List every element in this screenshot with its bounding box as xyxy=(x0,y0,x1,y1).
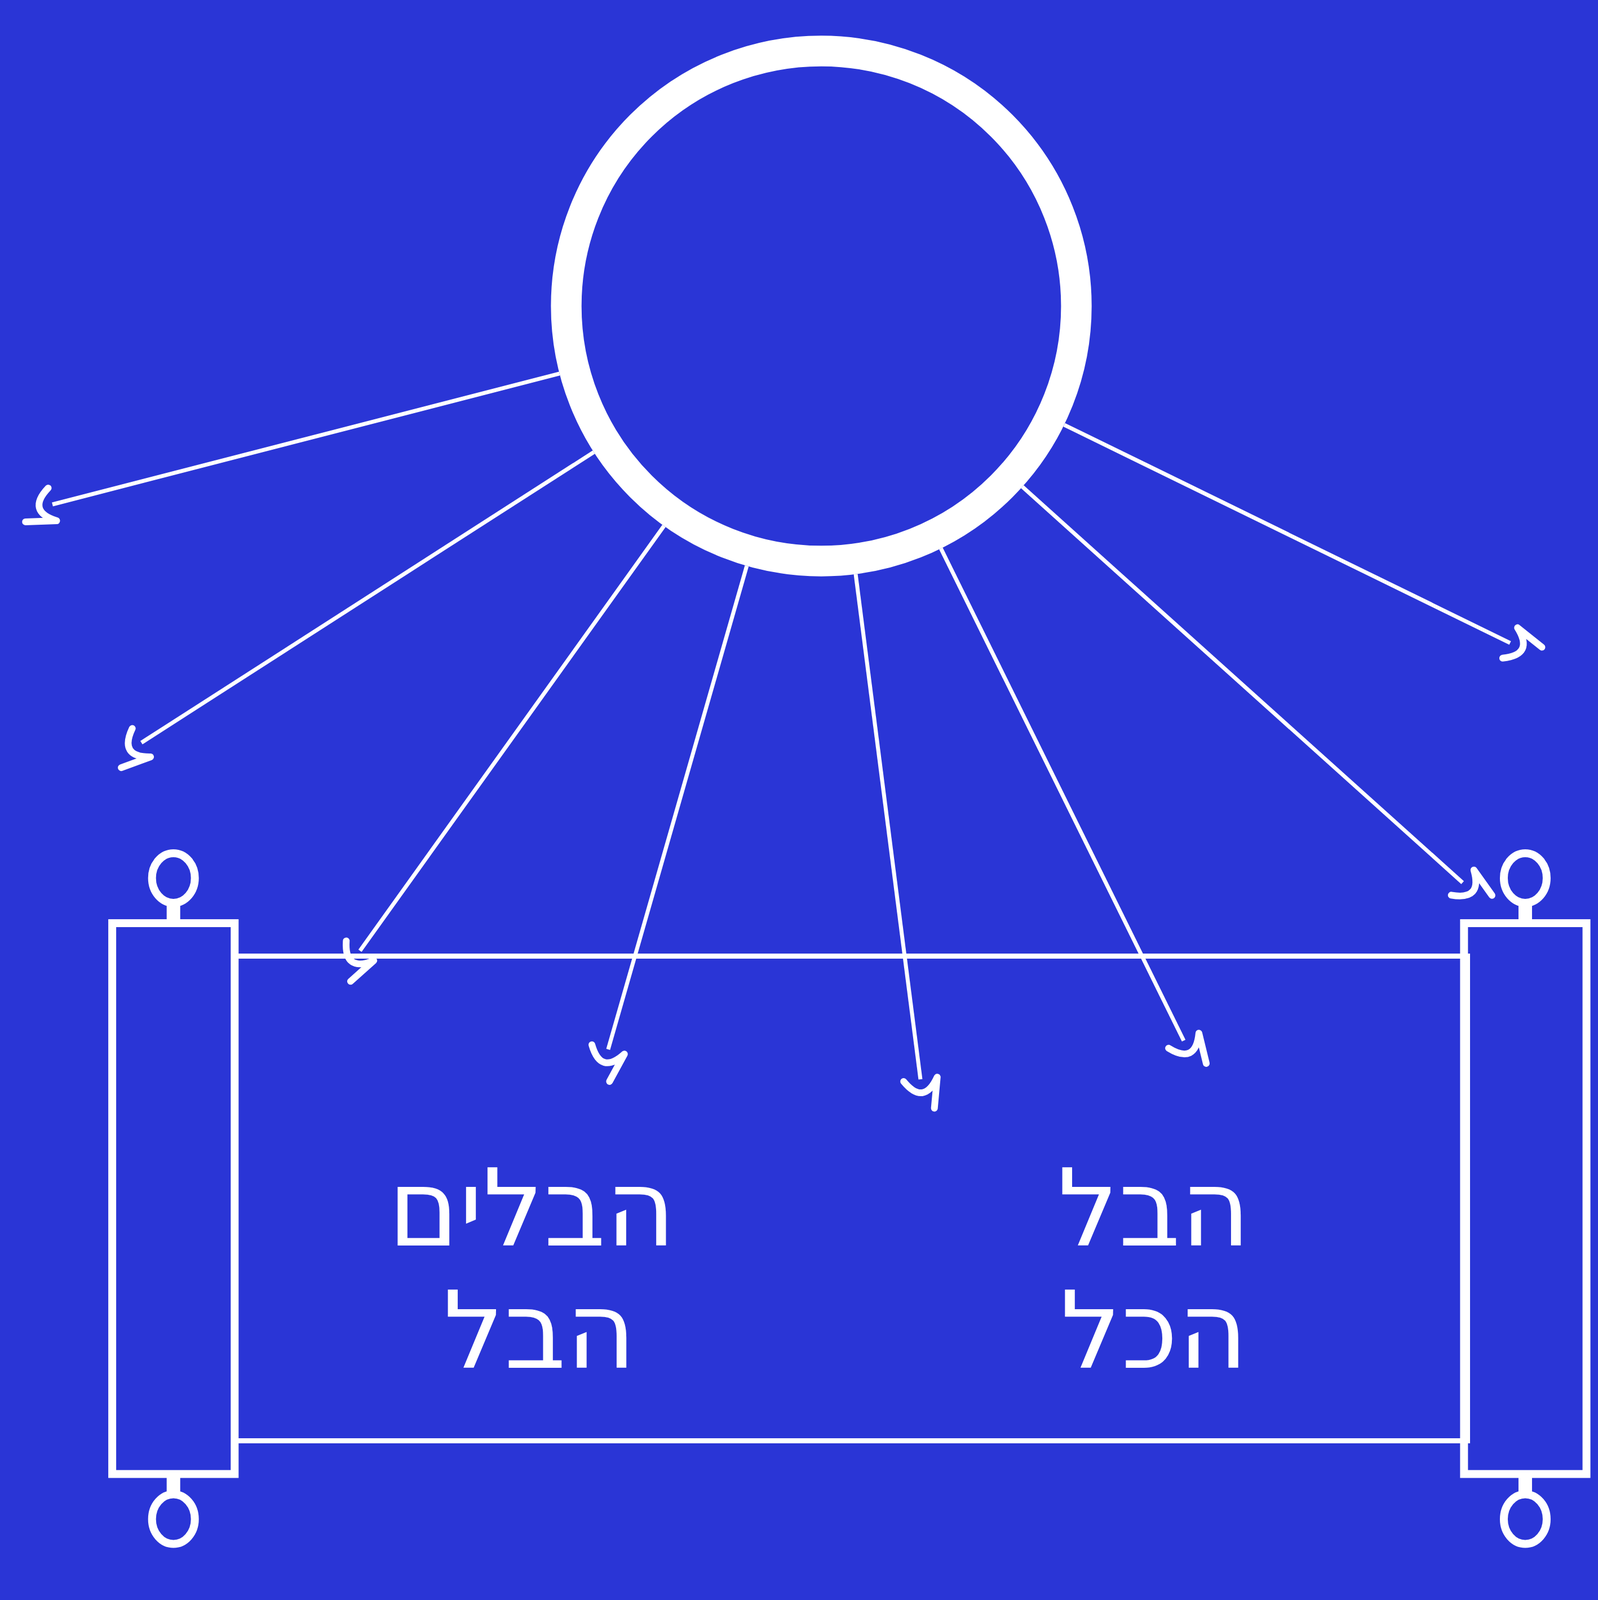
roller-knob xyxy=(1503,853,1547,903)
roller-knob xyxy=(152,853,196,903)
sun-ray xyxy=(855,574,921,1080)
scroll-inscription: הבלים xyxy=(387,1155,676,1263)
scroll-inscription: הבל xyxy=(443,1277,637,1385)
ray-hook-mark xyxy=(1451,870,1493,897)
sun-ray xyxy=(360,525,665,951)
ray-hook-mark xyxy=(25,488,57,522)
sun-ray xyxy=(940,548,1184,1041)
scroll-inscription: הכל xyxy=(1060,1277,1248,1385)
roller-knob xyxy=(152,1494,196,1544)
sun-ray xyxy=(141,452,595,743)
ray-hook-mark xyxy=(591,1045,625,1082)
sun-circle xyxy=(566,51,1077,562)
scroll-inscription: הבל xyxy=(1058,1155,1251,1263)
ray-hook-mark xyxy=(1502,627,1543,659)
ray-hook-mark xyxy=(1168,1033,1207,1064)
roller-knob xyxy=(1503,1494,1547,1544)
ray-hook-mark xyxy=(346,941,374,982)
scroll-roller xyxy=(1463,923,1587,1474)
ray-hook-mark xyxy=(121,728,151,769)
sun-ray xyxy=(52,373,560,505)
sun-ray xyxy=(1064,425,1511,644)
sun-ray xyxy=(608,565,747,1050)
scroll-sheet: הבל הבלים הכל הבל xyxy=(233,953,1471,1444)
scroll-roller xyxy=(112,923,235,1474)
sun-ray xyxy=(1022,487,1463,883)
ray-hook-mark xyxy=(903,1077,938,1109)
